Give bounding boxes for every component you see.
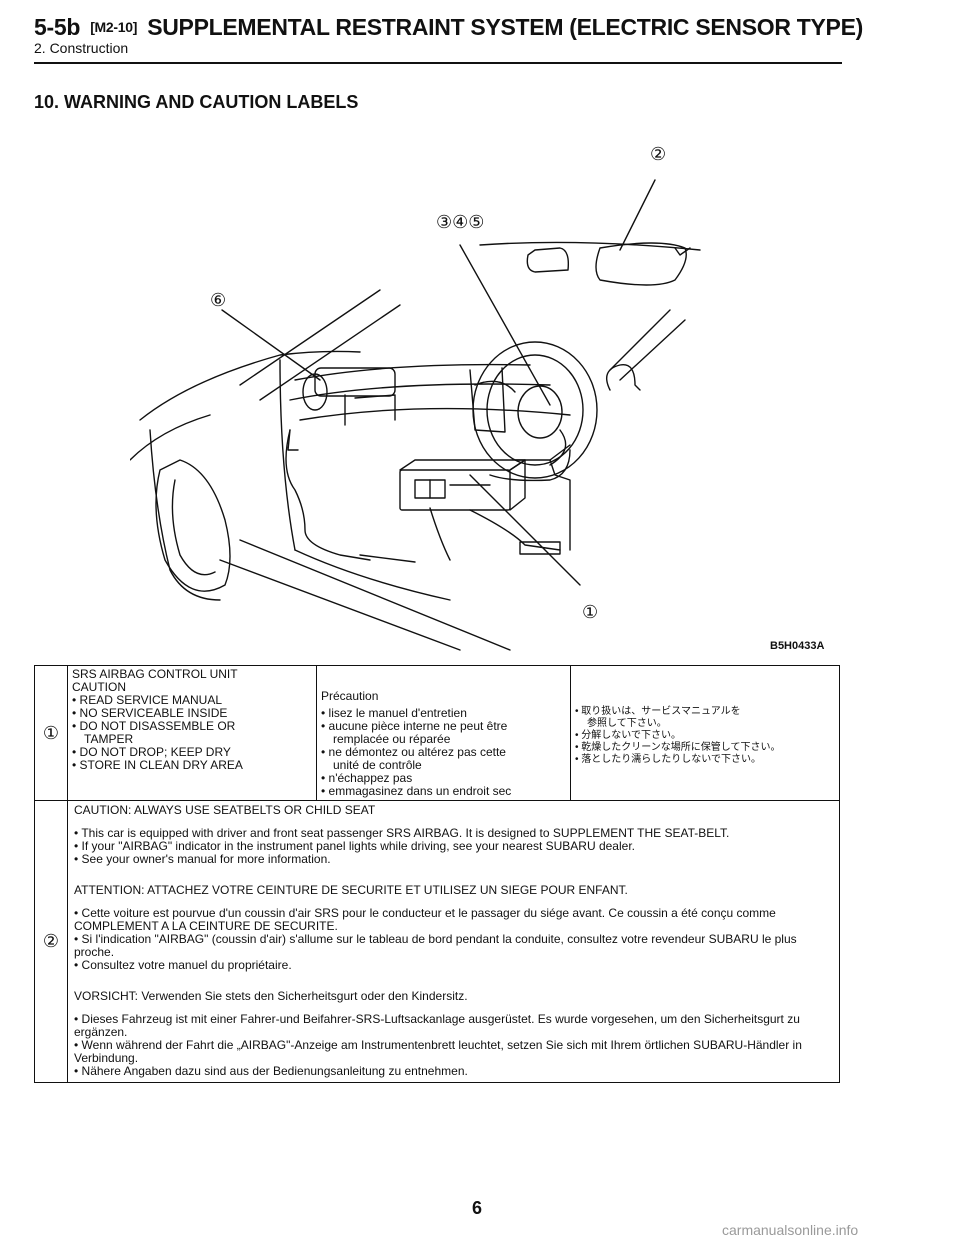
text-line: unité de contrôle xyxy=(333,758,422,772)
french-items: • Cette voiture est pourvue d'un coussin… xyxy=(74,907,833,972)
text-line: • DO NOT DISASSEMBLE OR xyxy=(72,719,236,733)
list-item: • Consultez votre manuel du propriétaire… xyxy=(74,958,292,972)
callout-3-4-5: ③④⑤ xyxy=(436,212,485,232)
watermark: carmanualsonline.info xyxy=(722,1222,859,1238)
list-item: • This car is equipped with driver and f… xyxy=(74,826,730,840)
table-row: ② CAUTION: ALWAYS USE SEATBELTS OR CHILD… xyxy=(34,800,840,1083)
text-line: Précaution xyxy=(321,689,379,703)
list-item: • Cette voiture est pourvue d'un coussin… xyxy=(74,906,776,933)
car-interior-drawing xyxy=(129,179,701,651)
japanese-caution-cell: • 取り扱いは、サービスマニュアルを 参照して下さい。 • 分解しないで下さい。… xyxy=(570,665,840,801)
figure-code: B5H0433A xyxy=(770,640,825,652)
car-interior-illustration: ② ③④⑤ ⑥ ① xyxy=(129,130,850,660)
section-code: [M2-10] xyxy=(90,19,138,35)
callout-1: ① xyxy=(582,602,599,622)
text-line: • 取り扱いは、サービスマニュアルを xyxy=(575,706,741,717)
english-heading: CAUTION: ALWAYS USE SEATBELTS OR CHILD S… xyxy=(74,803,376,817)
callout-2: ② xyxy=(650,144,667,164)
page-number: 6 xyxy=(472,1198,483,1218)
text-line: • 乾燥したクリーンな場所に保管して下さい。 xyxy=(575,742,781,753)
text-line: • 落としたり濡らしたりしないで下さい。 xyxy=(575,754,761,765)
warning-labels-table: ① SRS AIRBAG CONTROL UNIT CAUTION • READ… xyxy=(34,665,840,1083)
text-line: • NO SERVICEABLE INSIDE xyxy=(72,706,228,720)
text-line: TAMPER xyxy=(84,732,134,746)
text-line: • READ SERVICE MANUAL xyxy=(72,693,223,707)
german-items: • Dieses Fahrzeug ist mit einer Fahrer-u… xyxy=(74,1013,833,1078)
text-line: CAUTION xyxy=(72,680,126,694)
list-item: • Wenn während der Fahrt die „AIRBAG"-An… xyxy=(74,1038,802,1065)
text-line: • n'échappez pas xyxy=(321,771,413,785)
text-line: • emmagasinez dans un endroit sec xyxy=(321,784,512,798)
text-line: • DO NOT DROP; KEEP DRY xyxy=(72,745,231,759)
header-title-line: 5-5b [M2-10] SUPPLEMENTAL RESTRAINT SYST… xyxy=(34,14,863,40)
subsection-title: 10. WARNING AND CAUTION LABELS xyxy=(34,92,359,112)
callout-6: ⑥ xyxy=(210,290,227,310)
list-item: • Nähere Angaben dazu sind aus der Bedie… xyxy=(74,1064,468,1078)
text-line: • ne démontez ou altérez pas cette xyxy=(321,745,506,759)
header-divider xyxy=(34,62,842,64)
text-line: • aucune pièce interne ne peut être xyxy=(321,719,508,733)
text-line: SRS AIRBAG CONTROL UNIT xyxy=(72,667,238,681)
label-number: ① xyxy=(34,665,68,801)
text-line: • lisez le manuel d'entretien xyxy=(321,706,467,720)
list-item: • Dieses Fahrzeug ist mit einer Fahrer-u… xyxy=(74,1012,800,1039)
section-title: SUPPLEMENTAL RESTRAINT SYSTEM (ELECTRIC … xyxy=(147,14,863,40)
french-caution-cell: Précaution • lisez le manuel d'entretien… xyxy=(316,665,571,801)
list-item: • If your "AIRBAG" indicator in the inst… xyxy=(74,839,635,853)
german-heading: VORSICHT: Verwenden Sie stets den Sicher… xyxy=(74,989,468,1003)
english-items: • This car is equipped with driver and f… xyxy=(74,827,833,866)
page-header: 5-5b [M2-10] SUPPLEMENTAL RESTRAINT SYST… xyxy=(34,14,863,56)
text-line: 参照して下さい。 xyxy=(587,718,667,729)
table-row: ① SRS AIRBAG CONTROL UNIT CAUTION • READ… xyxy=(34,665,840,801)
text-line: • STORE IN CLEAN DRY AREA xyxy=(72,758,243,772)
list-item: • Si l'indication "AIRBAG" (coussin d'ai… xyxy=(74,932,797,959)
text-line: remplacée ou réparée xyxy=(333,732,451,746)
english-caution-cell: SRS AIRBAG CONTROL UNIT CAUTION • READ S… xyxy=(67,665,317,801)
list-item: • See your owner's manual for more infor… xyxy=(74,852,331,866)
section-number: 5-5b xyxy=(34,14,81,40)
label-number: ② xyxy=(34,800,68,1083)
seatbelt-caution-cell: CAUTION: ALWAYS USE SEATBELTS OR CHILD S… xyxy=(67,800,840,1083)
section-subtitle: 2. Construction xyxy=(34,40,129,56)
text-line: • 分解しないで下さい。 xyxy=(575,730,681,741)
french-heading: ATTENTION: ATTACHEZ VOTRE CEINTURE DE SE… xyxy=(74,883,628,897)
